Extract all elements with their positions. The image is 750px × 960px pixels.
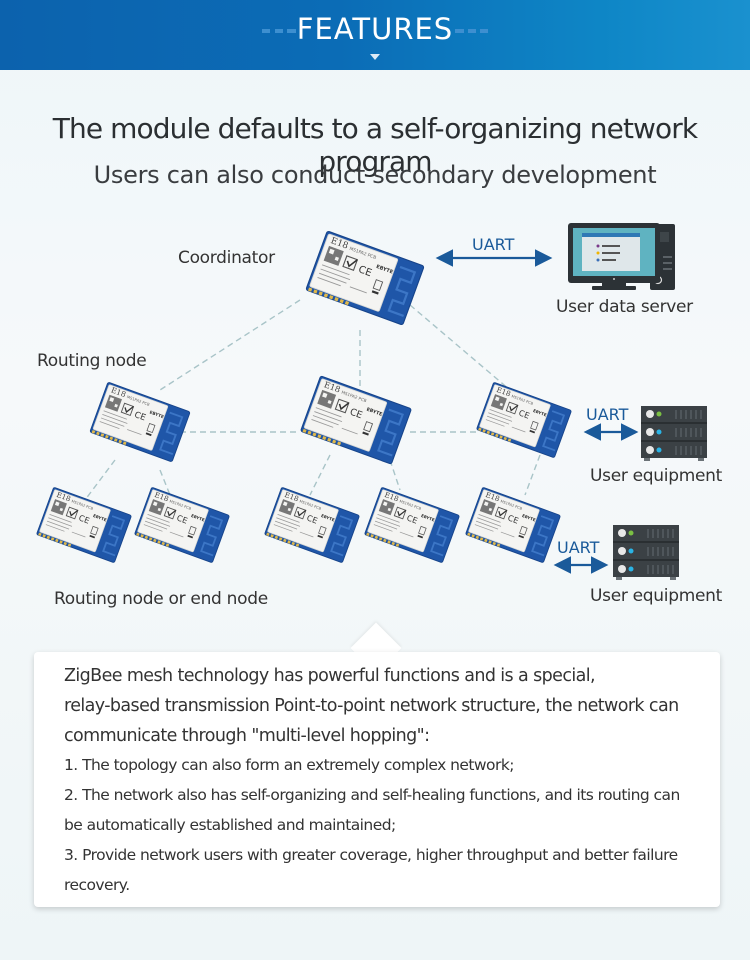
intro-line: ZigBee mesh technology has powerful func… (64, 666, 596, 686)
point-line: recovery. (64, 876, 130, 894)
module-leaf-4 (363, 486, 461, 564)
point-line: be automatically established and maintai… (64, 816, 396, 834)
link (159, 469, 171, 496)
point-line: 3. Provide network users with greater co… (64, 846, 678, 864)
mesh-links (84, 299, 541, 501)
user-data-server-label: User data server (556, 297, 693, 317)
routing-node-label: Routing node (37, 351, 147, 371)
routing-or-end-node-label: Routing node or end node (54, 589, 268, 609)
user-equipment-label: User equipment (590, 586, 722, 606)
coordinator-label: Coordinator (178, 248, 275, 268)
banner-dash (287, 29, 296, 33)
uart-label: UART (557, 538, 600, 557)
uart-label: UART (472, 235, 515, 254)
network-diagram: E18 MS1PA2 PCB CE EBYTE (35, 223, 707, 580)
module-leaf-3 (263, 486, 361, 564)
banner-dash (262, 29, 270, 33)
uart-label: UART (586, 405, 629, 424)
point-line: 1. The topology can also form an extreme… (64, 756, 514, 774)
link (159, 299, 301, 391)
banner-dash (455, 29, 464, 33)
module-router-center (299, 374, 413, 466)
module-leaf-2 (133, 486, 231, 564)
link (389, 459, 401, 491)
link (309, 454, 331, 496)
features-banner: FEATURES (0, 0, 750, 70)
banner-dash (480, 29, 488, 33)
server-rack-icon (641, 406, 707, 461)
description-card (34, 652, 720, 907)
user-equipment-label: User equipment (590, 466, 722, 486)
chevron-down-icon (370, 54, 380, 60)
subline: Users can also conduct secondary develop… (93, 161, 657, 189)
module-router-left (88, 381, 192, 463)
module-router-right (475, 381, 573, 459)
link (524, 454, 541, 496)
banner-title: FEATURES (296, 12, 454, 46)
card-pointer-cover (340, 652, 420, 672)
link (409, 304, 511, 391)
banner-dash (275, 29, 283, 33)
computer-icon (568, 223, 675, 290)
intro-line: relay-based transmission Point-to-point … (64, 696, 679, 716)
point-line: 2. The network also has self-organizing … (64, 786, 680, 804)
link (84, 459, 116, 501)
module-coordinator (304, 229, 426, 327)
banner-dash (468, 29, 476, 33)
module-leaf-1 (35, 486, 133, 564)
intro-line: communicate through "multi-level hopping… (64, 726, 430, 746)
headline: The module defaults to a self-organizing… (52, 112, 698, 178)
module-leaf-5 (464, 486, 562, 564)
server-rack-icon (613, 525, 679, 580)
